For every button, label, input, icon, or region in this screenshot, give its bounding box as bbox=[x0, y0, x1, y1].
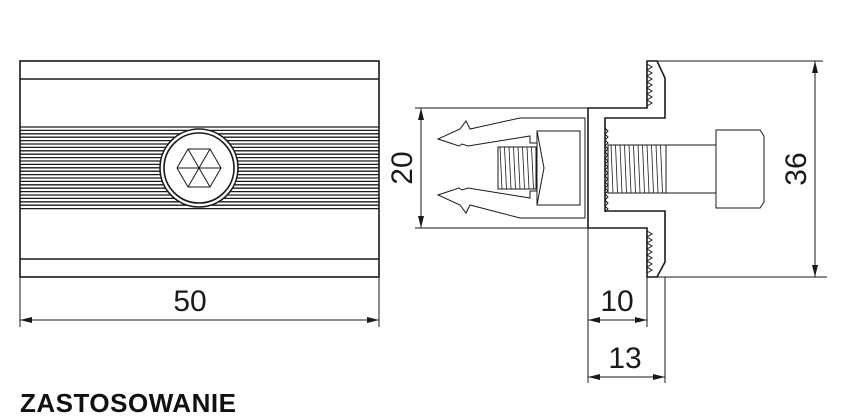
hatch-line bbox=[651, 144, 654, 194]
hatch-line bbox=[517, 146, 521, 190]
hatch-line bbox=[642, 144, 645, 194]
hatch-line bbox=[637, 144, 641, 194]
hatch-line bbox=[633, 144, 636, 194]
hatch-line bbox=[508, 146, 512, 190]
bolt-head-inner bbox=[163, 132, 235, 204]
hatch-line bbox=[615, 144, 618, 194]
section-heading: ZASTOSOWANIE bbox=[20, 388, 237, 418]
hatch-line bbox=[513, 146, 516, 190]
dimension-label-36: 36 bbox=[780, 152, 813, 185]
bolt-head bbox=[715, 129, 765, 209]
hatch-line bbox=[660, 144, 663, 194]
dimension-label-50: 50 bbox=[173, 285, 206, 318]
nut-thread bbox=[499, 146, 534, 190]
hatch-line bbox=[610, 144, 614, 194]
dimension-label-10: 10 bbox=[600, 285, 633, 318]
hatch-line bbox=[499, 146, 503, 190]
hatch-line bbox=[522, 146, 525, 190]
dimension-clip-height: 20 bbox=[386, 107, 588, 229]
dimension-label-13: 13 bbox=[608, 342, 641, 375]
hatch-line bbox=[646, 144, 650, 194]
hex-socket-icon bbox=[176, 148, 222, 188]
dimension-total-height: 36 bbox=[657, 60, 827, 278]
clip-insert bbox=[436, 117, 586, 219]
dimension-flange: 10 13 bbox=[587, 228, 666, 383]
bolt-thread bbox=[610, 144, 663, 194]
hatch-line bbox=[504, 146, 507, 190]
side-view bbox=[436, 60, 765, 278]
dimension-label-20: 20 bbox=[386, 151, 419, 184]
hatch-line bbox=[655, 144, 659, 194]
hatch-line bbox=[624, 144, 627, 194]
hatch-line bbox=[526, 146, 530, 190]
hatch-line bbox=[628, 144, 632, 194]
hatch-line bbox=[619, 144, 623, 194]
front-view bbox=[19, 60, 380, 278]
hatch-line bbox=[531, 146, 534, 190]
dimension-width: 50 bbox=[19, 277, 380, 327]
